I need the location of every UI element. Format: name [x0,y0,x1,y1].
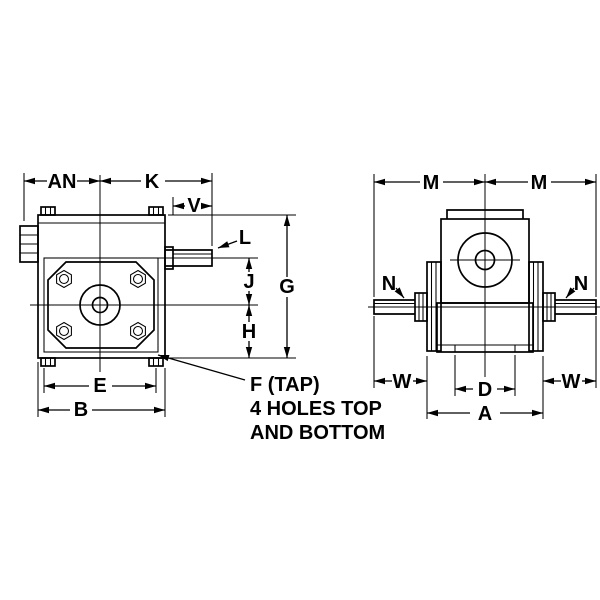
dim-label-g: G [279,276,295,298]
mounting-stud-bottom-right [148,357,164,367]
front-view-centerlines [368,174,600,377]
dim-label-w-right: W [562,371,581,393]
dim-label-w-left: W [393,371,412,393]
tap-note-line3: AND BOTTOM [250,422,385,444]
dimension-k: K [100,171,212,193]
dimension-w-right: W [543,371,596,393]
dim-label-j: J [243,271,254,293]
dimension-a: A [427,403,543,425]
side-view-housing [37,214,166,359]
tap-note-line2: 4 HOLES TOP [250,398,382,420]
dimension-m-right: M [485,172,596,194]
front-view: M M N N W W D [368,172,600,425]
mounting-stud-top-left [40,206,56,216]
dimension-b: B [38,399,165,421]
dim-label-a: A [478,403,492,425]
mounting-stud-bottom-left [40,357,56,367]
dim-label-h: H [242,321,256,343]
face-plate-chamfer [47,261,155,349]
dim-label-l: L [239,227,251,249]
dim-label-e: E [93,375,106,397]
dimension-an: AN [24,171,100,193]
dimension-d: D [455,379,515,401]
side-view-centerlines [30,175,258,372]
dimension-v: V [173,195,212,217]
dim-label-k: K [145,171,160,193]
dimension-m-left: M [374,172,485,194]
dimension-j: J [243,258,255,305]
dimension-e: E [44,375,156,397]
tap-note-line1: F (TAP) [250,374,320,396]
dimension-g: G [279,215,295,358]
dim-label-m-right: M [531,172,548,194]
dim-label-an: AN [48,171,77,193]
tap-leader-arrow [157,354,246,381]
dimension-h: H [242,305,256,358]
dim-label-m-left: M [423,172,440,194]
dimension-l: L [217,227,251,249]
dim-label-n-left: N [382,273,396,295]
front-view-extension-lines [373,174,597,419]
tap-callout: F (TAP) 4 HOLES TOP AND BOTTOM [157,354,385,444]
mounting-stud-top-right [148,206,164,216]
dimension-n-right: N [565,273,588,299]
dim-label-v: V [187,195,201,217]
side-view: AN K V L J H G [19,171,385,444]
dim-label-d: D [478,379,492,401]
foot-hole-marks [454,345,516,352]
dim-label-b: B [74,399,88,421]
dimension-n-left: N [382,273,405,299]
dimension-w-left: W [374,371,427,393]
corner-bolts [56,269,146,341]
input-end-cap [19,225,39,263]
dim-label-n-right: N [574,273,588,295]
